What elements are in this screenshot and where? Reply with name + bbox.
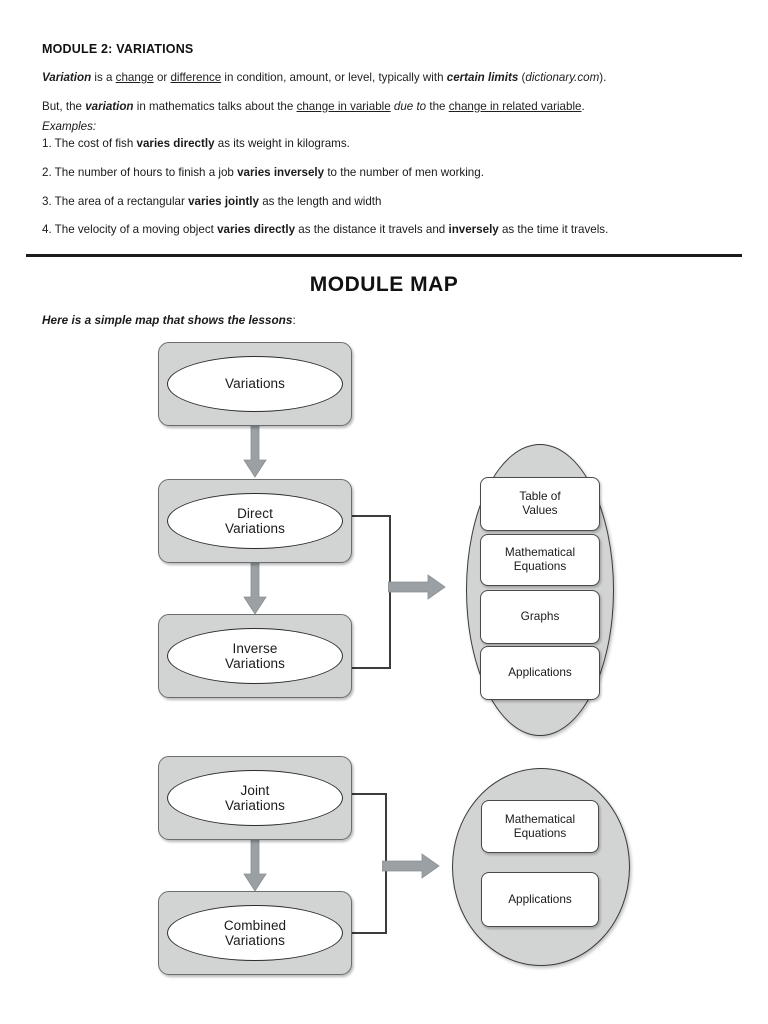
- node-label-line1: Direct: [237, 505, 273, 521]
- sub-box-label-line1: Mathematical: [504, 545, 576, 560]
- definition-seg-is-a: is a: [91, 71, 116, 84]
- sub-box-label-line1: Mathematical: [504, 811, 576, 826]
- example-post: to the number of men working.: [324, 165, 484, 179]
- definition-seg-close: ).: [599, 71, 607, 84]
- arrow-right-icon: [388, 574, 446, 600]
- definition-link-change: change: [115, 71, 154, 84]
- diagram-node-variations[interactable]: Variations: [158, 342, 352, 426]
- node-label-line1: Joint: [240, 782, 270, 798]
- example-post-2: as the time it travels.: [498, 223, 609, 237]
- but-seg-end: .: [581, 99, 585, 113]
- sub-box-label: Applications: [508, 891, 572, 906]
- node-label-line1: Combined: [223, 917, 287, 933]
- arrow-right-icon: [382, 853, 440, 879]
- definition-paragraph: Variation is a change or difference in c…: [42, 70, 732, 86]
- sub-box-graphs[interactable]: Graphs: [480, 590, 600, 644]
- module-map-subtitle-colon: :: [292, 313, 296, 327]
- section-divider: [26, 254, 742, 257]
- sub-box-label: Graphs: [520, 609, 560, 624]
- but-seg-mid1: in mathematics talks about the: [133, 99, 297, 113]
- definition-source: dictionary.com: [525, 71, 600, 84]
- example-bold-2: inversely: [448, 223, 499, 237]
- example-pre: The number of hours to finish a job: [51, 165, 238, 179]
- module-map-title: MODULE MAP: [309, 273, 459, 296]
- example-item: 2. The number of hours to finish a job v…: [42, 165, 732, 181]
- sub-box-applications[interactable]: Applications: [481, 872, 599, 927]
- arrow-down-icon: [243, 424, 267, 478]
- example-post: as the length and width: [258, 194, 382, 208]
- node-label: Variations: [224, 376, 286, 392]
- node-label-line2: Variations: [224, 933, 286, 948]
- document-text-block: MODULE 2: VARIATIONS Variation is a chan…: [42, 42, 732, 238]
- example-number: 1.: [42, 137, 52, 151]
- definition-link-difference: difference: [170, 71, 222, 84]
- definition-seg-mid: in condition, amount, or level, typicall…: [221, 71, 447, 84]
- sub-box-label-line2: Equations: [513, 825, 567, 840]
- but-seg-due-to: due to: [390, 99, 427, 113]
- example-item: 1. The cost of fish varies directly as i…: [42, 136, 732, 152]
- but-link-change-in-variable: change in variable: [296, 99, 391, 113]
- page-title: MODULE 2: VARIATIONS: [42, 42, 194, 56]
- arrow-down-icon: [243, 838, 267, 892]
- arrow-down-icon: [243, 561, 267, 615]
- group-ellipse-joint-combined: [452, 768, 630, 966]
- but-seg-the: the: [426, 99, 449, 113]
- example-pre: The area of a rectangular: [51, 194, 189, 208]
- but-paragraph: But, the variation in mathematics talks …: [42, 99, 732, 115]
- module-map-subtitle: Here is a simple map that shows the less…: [42, 313, 296, 327]
- example-item: 4. The velocity of a moving object varie…: [42, 222, 732, 238]
- example-number: 3.: [42, 194, 52, 208]
- sub-box-label: Applications: [508, 665, 572, 680]
- example-bold: varies directly: [136, 137, 215, 151]
- definition-seg-open: (: [518, 71, 526, 84]
- but-term: variation: [85, 99, 134, 113]
- node-ellipse: Variations: [167, 356, 343, 412]
- sub-box-applications[interactable]: Applications: [480, 646, 600, 700]
- example-post: as the distance it travels and: [295, 223, 449, 237]
- example-number: 4.: [42, 223, 52, 237]
- sub-box-label-line2: Values: [522, 503, 558, 517]
- definition-term: Variation: [42, 71, 92, 84]
- example-pre: The cost of fish: [51, 137, 137, 151]
- module-map-subtitle-bold: Here is a simple map that shows the less…: [42, 313, 293, 327]
- definition-bold-certain-limits: certain limits: [446, 71, 519, 84]
- example-post: as its weight in kilograms.: [214, 137, 350, 151]
- sub-box-label-line2: Equations: [513, 559, 567, 573]
- sub-box-label-line1: Table of: [519, 489, 561, 504]
- node-label-line2: Variations: [224, 521, 286, 536]
- definition-seg-or: or: [153, 71, 171, 84]
- example-number: 2.: [42, 165, 52, 179]
- example-bold: varies jointly: [188, 194, 259, 208]
- but-seg-but: But, the: [42, 99, 86, 113]
- node-label-line1: Inverse: [232, 640, 278, 656]
- example-item: 3. The area of a rectangular varies join…: [42, 194, 732, 210]
- node-label-line2: Variations: [224, 656, 286, 671]
- example-pre: The velocity of a moving object: [51, 223, 218, 237]
- examples-label: Examples:: [42, 120, 97, 134]
- example-bold: varies inversely: [237, 165, 325, 179]
- example-bold: varies directly: [217, 223, 296, 237]
- node-label-line2: Variations: [224, 798, 286, 813]
- but-link-change-in-related: change in related variable: [448, 99, 582, 113]
